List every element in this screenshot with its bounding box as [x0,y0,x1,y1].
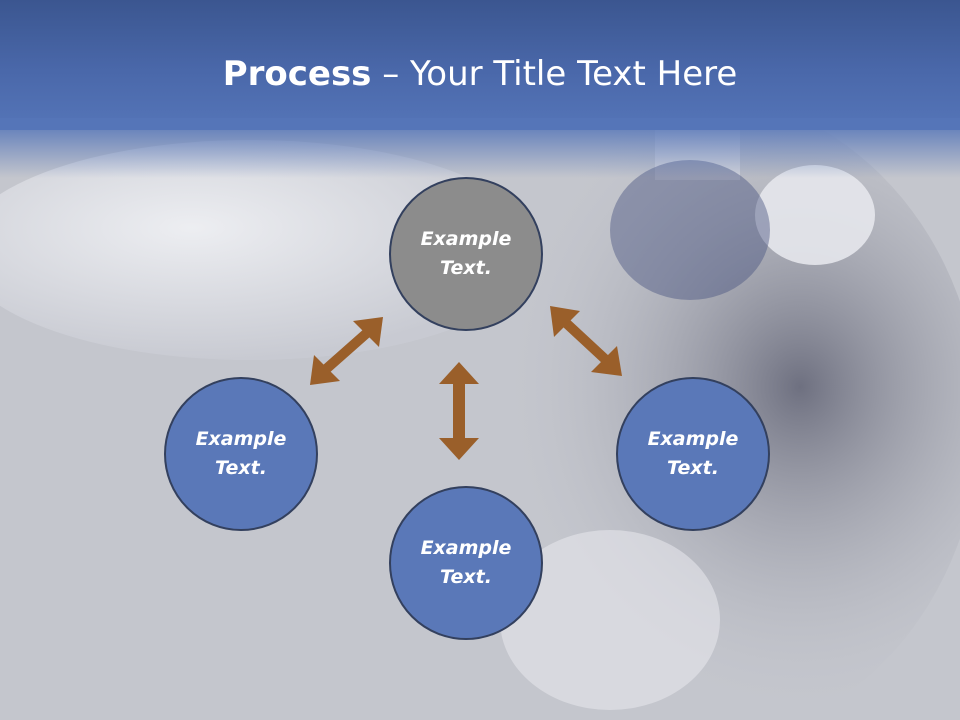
process-node-right[interactable]: Example Text. [616,377,770,531]
process-node-bottom[interactable]: Example Text. [389,486,543,640]
arrow-left-diagonal [310,317,383,385]
title-bold: Process [222,54,372,94]
arrow-right-diagonal [550,306,622,376]
node-top-label: Example Text. [420,228,512,279]
title-rest: – Your Title Text Here [371,54,738,94]
process-node-left[interactable]: Example Text. [164,377,318,531]
node-left-label: Example Text. [195,428,287,479]
slide-title: Process – Your Title Text Here [0,52,960,96]
process-node-top[interactable]: Example Text. [389,177,543,331]
title-bar-fade [0,118,960,178]
node-bottom-label: Example Text. [420,537,512,588]
node-right-label: Example Text. [647,428,739,479]
arrow-vertical [439,362,479,460]
title-bar [0,0,960,130]
